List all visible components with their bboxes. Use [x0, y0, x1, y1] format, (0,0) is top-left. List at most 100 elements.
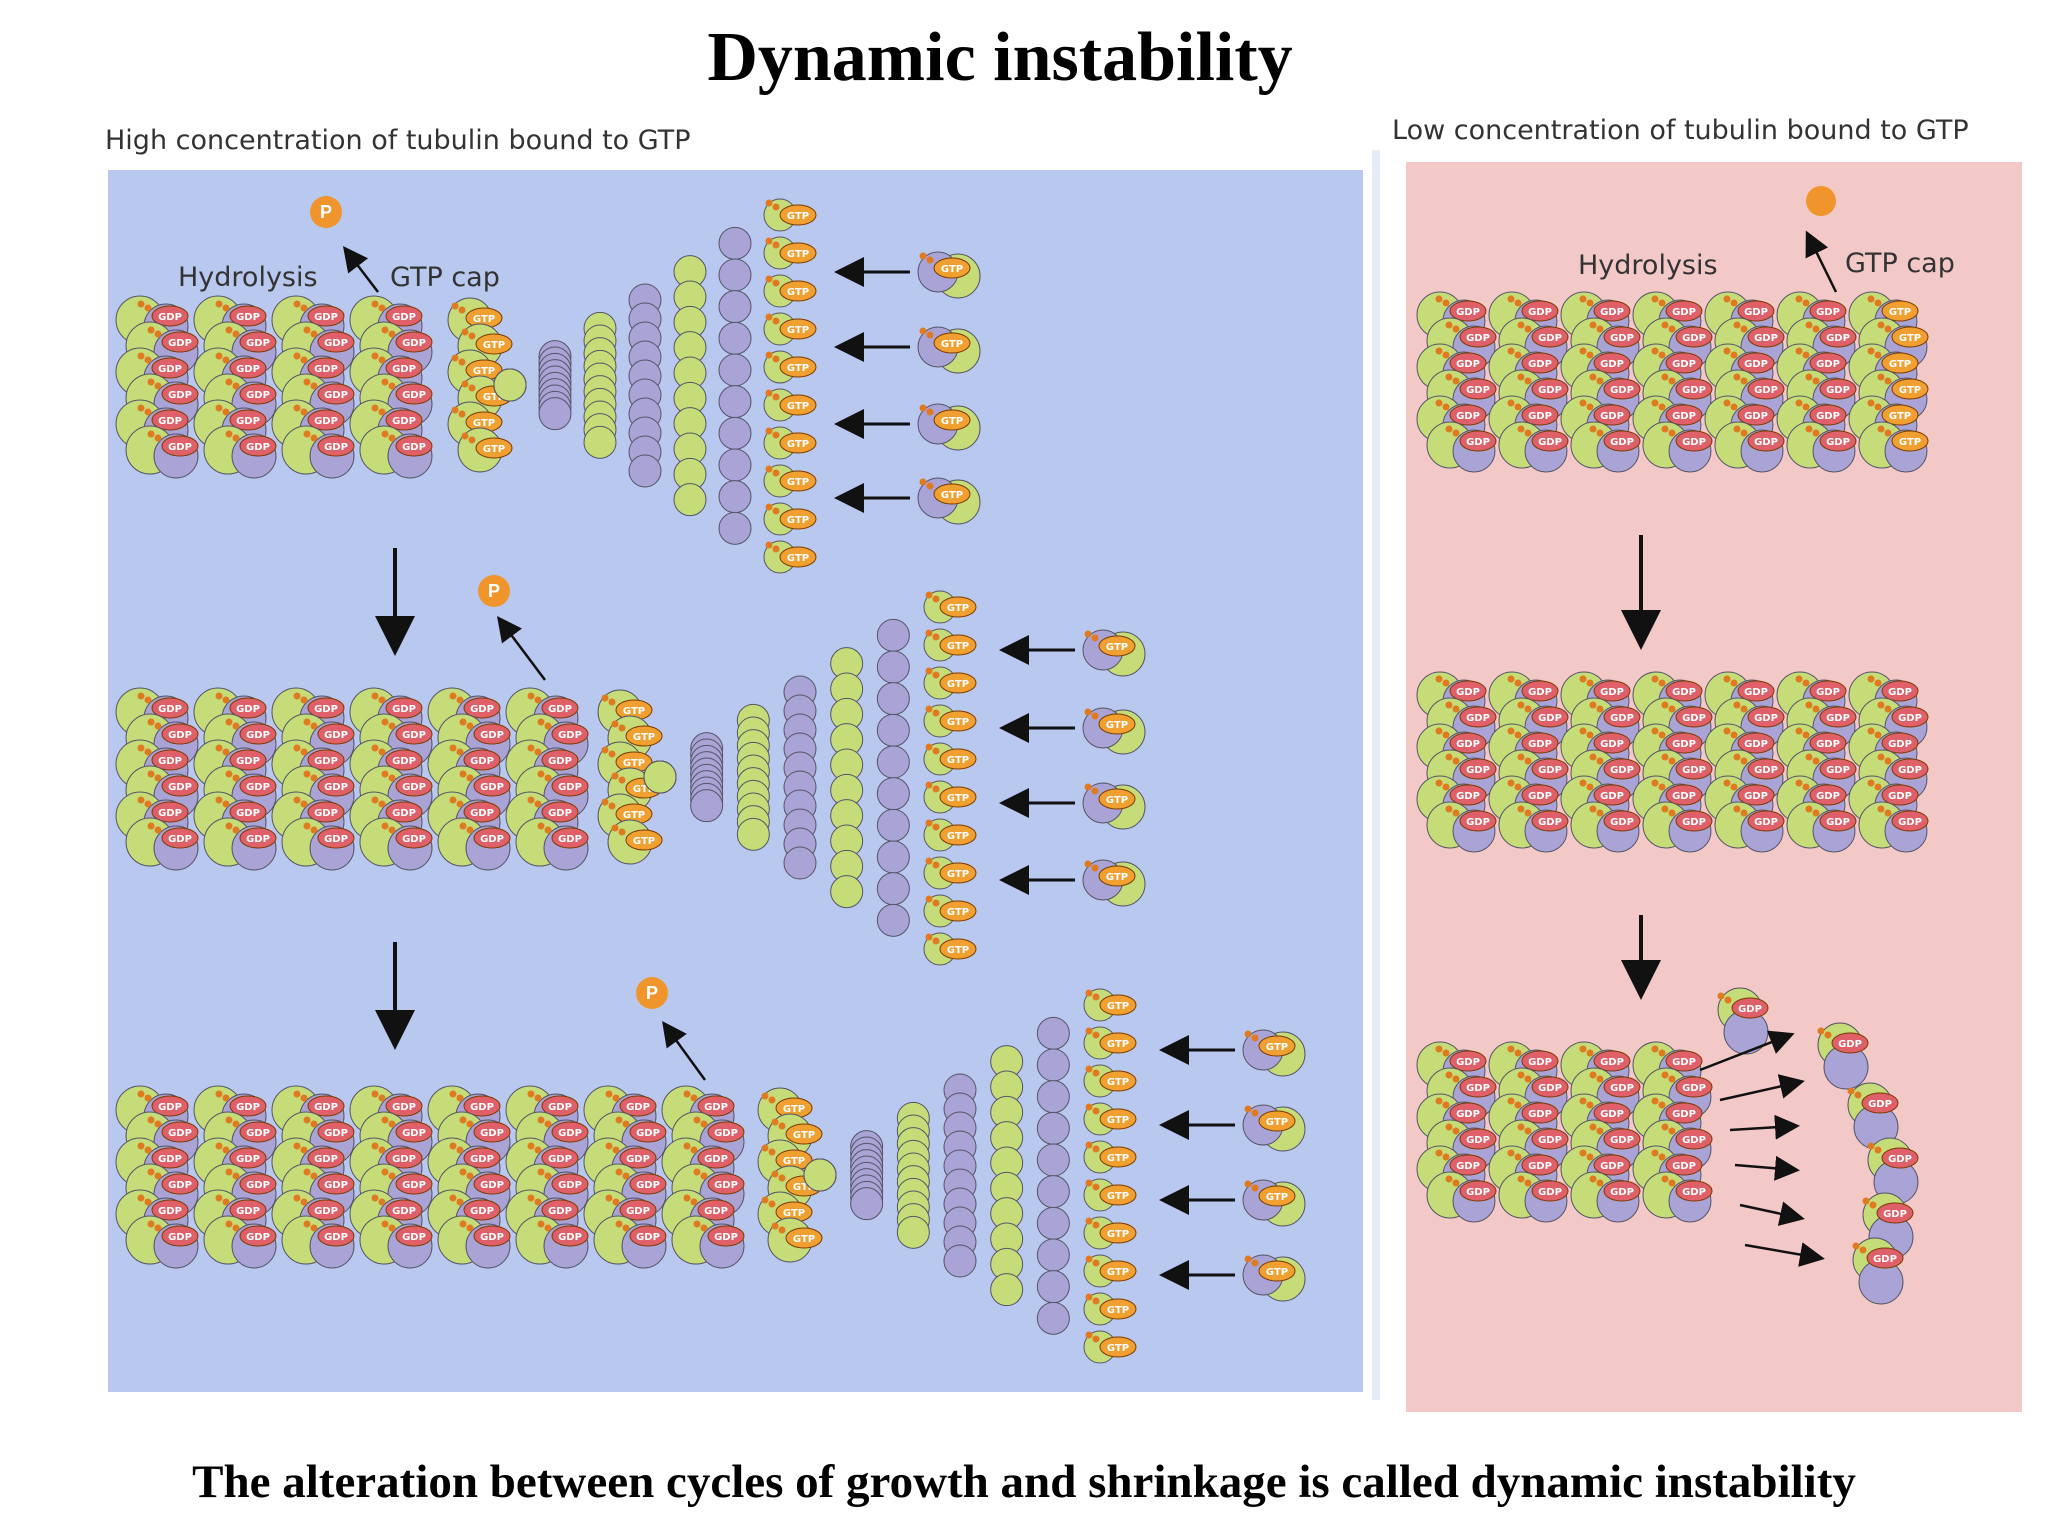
- gdp-token: GDP: [1435, 675, 1487, 702]
- gtp-cap-label-left: GTP cap: [390, 262, 500, 293]
- gdp-token: GDP: [1862, 1197, 1914, 1224]
- svg-text:GDP: GDP: [392, 756, 416, 767]
- stage3-protofilament-subunit: [1036, 1080, 1070, 1114]
- svg-text:GDP: GDP: [1528, 739, 1552, 750]
- svg-text:GDP: GDP: [1466, 333, 1490, 344]
- svg-text:GTP: GTP: [1106, 795, 1128, 806]
- svg-text:GDP: GDP: [324, 1128, 348, 1139]
- svg-text:GTP: GTP: [787, 477, 809, 488]
- left-panel-label: High concentration of tubulin bound to G…: [105, 125, 691, 156]
- gdp-token: GDP: [1661, 321, 1713, 348]
- gdp-token: GDP: [1589, 1071, 1641, 1098]
- gdp-token: GDP: [225, 718, 277, 745]
- svg-text:GDP: GDP: [558, 730, 582, 741]
- svg-text:GTP: GTP: [1106, 720, 1128, 731]
- svg-text:GTP: GTP: [1106, 872, 1128, 883]
- svg-text:GDP: GDP: [548, 1102, 572, 1113]
- svg-text:GTP: GTP: [1107, 1343, 1129, 1354]
- depolymerization-arrow: [1699, 1030, 1795, 1072]
- gdp-token: GDP: [225, 1168, 277, 1195]
- gtp-token: GTP: [1085, 1293, 1137, 1320]
- gdp-token: GDP: [1717, 992, 1769, 1019]
- gdp-token: GDP: [1805, 753, 1857, 780]
- svg-text:GDP: GDP: [168, 338, 192, 349]
- svg-text:GDP: GDP: [1672, 359, 1696, 370]
- svg-text:GDP: GDP: [1888, 1154, 1912, 1165]
- svg-text:GTP: GTP: [793, 1130, 815, 1141]
- gtp-token: GTP: [1244, 1255, 1296, 1282]
- gdp-token: GDP: [1435, 1097, 1487, 1124]
- gtp-token: GTP: [1877, 425, 1929, 452]
- svg-text:GDP: GDP: [236, 1102, 260, 1113]
- gdp-token: GDP: [1445, 425, 1497, 452]
- stage3-protofilament-subunit: [1036, 1206, 1070, 1240]
- svg-text:GDP: GDP: [1754, 333, 1778, 344]
- svg-text:GDP: GDP: [1883, 1209, 1907, 1220]
- svg-text:GDP: GDP: [236, 1206, 260, 1217]
- svg-text:GDP: GDP: [470, 808, 494, 819]
- gdp-token: GDP: [1805, 425, 1857, 452]
- svg-text:GDP: GDP: [636, 1232, 660, 1243]
- stage3-protofilament-subunit: [896, 1215, 930, 1249]
- depolymerization-arrow: [1729, 1114, 1800, 1140]
- svg-text:GDP: GDP: [1456, 359, 1480, 370]
- svg-text:GDP: GDP: [1744, 791, 1768, 802]
- svg-text:GDP: GDP: [324, 1180, 348, 1191]
- svg-text:GDP: GDP: [246, 338, 270, 349]
- gdp-token: GDP: [1661, 373, 1713, 400]
- stage1-protofilament-subunit: [718, 258, 752, 292]
- svg-text:GDP: GDP: [1528, 1109, 1552, 1120]
- gtp-token: GTP: [925, 743, 977, 770]
- stage1-protofilament-subunit: [583, 425, 617, 459]
- svg-text:GDP: GDP: [158, 808, 182, 819]
- gdp-token: GDP: [303, 1116, 355, 1143]
- gdp-token: GDP: [1445, 1175, 1497, 1202]
- gdp-token: GDP: [1589, 1175, 1641, 1202]
- gdp-token: GDP: [381, 430, 433, 457]
- gdp-token: GDP: [147, 378, 199, 405]
- svg-text:GDP: GDP: [1528, 687, 1552, 698]
- svg-text:GDP: GDP: [392, 808, 416, 819]
- gdp-token: GDP: [1795, 347, 1847, 374]
- gdp-token: GDP: [537, 822, 589, 849]
- svg-text:GDP: GDP: [1826, 333, 1850, 344]
- gtp-token: GTP: [765, 465, 817, 492]
- gdp-token: GDP: [303, 326, 355, 353]
- svg-text:GDP: GDP: [1838, 1039, 1862, 1050]
- gtp-token: GTP: [1085, 1255, 1137, 1282]
- gdp-token: GDP: [293, 796, 345, 823]
- gdp-token: GDP: [137, 1142, 189, 1169]
- svg-text:GDP: GDP: [558, 834, 582, 845]
- svg-text:GTP: GTP: [1107, 1115, 1129, 1126]
- gdp-token: GDP: [1435, 295, 1487, 322]
- svg-text:GDP: GDP: [1538, 817, 1562, 828]
- gdp-token: GDP: [459, 1220, 511, 1247]
- svg-text:GDP: GDP: [168, 782, 192, 793]
- gdp-token: GDP: [1579, 727, 1631, 754]
- gtp-token: GTP: [1867, 347, 1919, 374]
- gdp-token: GDP: [1795, 295, 1847, 322]
- svg-text:GDP: GDP: [1672, 411, 1696, 422]
- gdp-token: GDP: [615, 1116, 667, 1143]
- svg-text:GDP: GDP: [314, 312, 338, 323]
- gdp-token: GDP: [1517, 701, 1569, 728]
- svg-text:GDP: GDP: [1888, 791, 1912, 802]
- gdp-token: GDP: [1589, 373, 1641, 400]
- gdp-token: GDP: [1435, 347, 1487, 374]
- gdp-token: GDP: [293, 300, 345, 327]
- gdp-token: GDP: [293, 1194, 345, 1221]
- gdp-token: GDP: [1651, 295, 1703, 322]
- svg-text:GDP: GDP: [1682, 1083, 1706, 1094]
- gdp-token: GDP: [1517, 805, 1569, 832]
- gdp-token: GDP: [1435, 1149, 1487, 1176]
- gdp-token: GDP: [1651, 727, 1703, 754]
- svg-text:GDP: GDP: [548, 704, 572, 715]
- svg-text:GDP: GDP: [1466, 1187, 1490, 1198]
- svg-text:GDP: GDP: [1600, 359, 1624, 370]
- svg-text:GDP: GDP: [1816, 411, 1840, 422]
- gdp-token: GDP: [303, 718, 355, 745]
- svg-text:GDP: GDP: [1610, 385, 1634, 396]
- gdp-token: GDP: [537, 1168, 589, 1195]
- svg-text:GDP: GDP: [168, 1232, 192, 1243]
